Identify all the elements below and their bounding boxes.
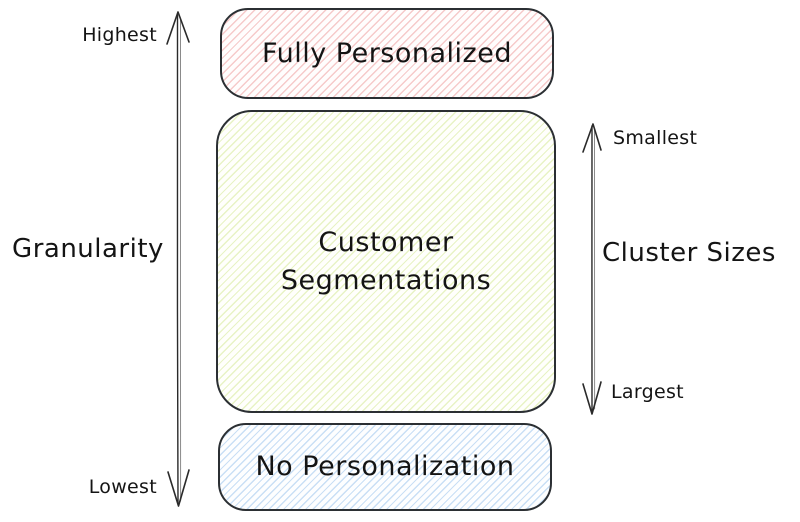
customer-segmentations-label: Customer Segmentations	[280, 226, 492, 296]
granularity-axis-label: Granularity	[12, 234, 164, 264]
cluster-sizes-largest-label: Largest	[611, 381, 684, 403]
up-arrowhead-icon	[582, 123, 602, 153]
granularity-axis-arrow	[166, 11, 190, 507]
customer-segmentations-box: Customer Segmentations	[216, 110, 556, 413]
granularity-lowest-label: Lowest	[88, 476, 157, 498]
no-personalization-box: No Personalization	[218, 423, 552, 511]
cluster-sizes-axis-label: Cluster Sizes	[602, 238, 776, 268]
fully-personalized-box: Fully Personalized	[220, 8, 554, 99]
up-arrowhead-icon	[166, 11, 190, 45]
down-arrowhead-icon	[167, 469, 190, 507]
granularity-highest-label: Highest	[82, 24, 157, 46]
no-personalization-label: No Personalization	[255, 451, 515, 482]
arrow-shaft	[176, 13, 179, 505]
fully-personalized-label: Fully Personalized	[262, 37, 512, 69]
down-arrowhead-icon	[582, 381, 602, 415]
cluster-sizes-axis-arrow	[582, 123, 602, 415]
cluster-sizes-smallest-label: Smallest	[613, 127, 698, 149]
